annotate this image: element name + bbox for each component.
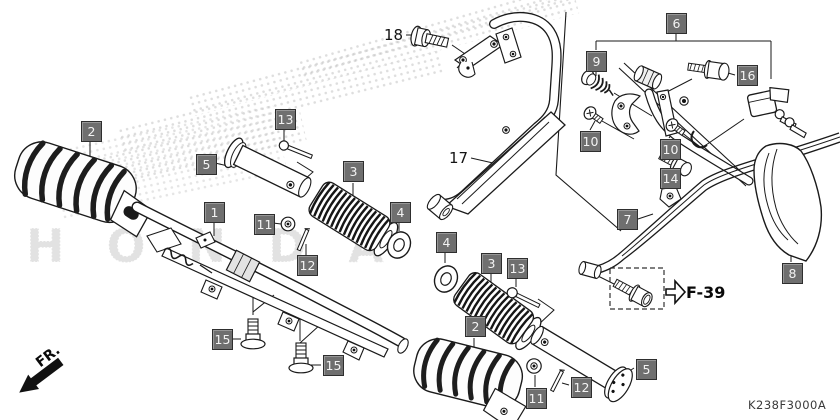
callout-11[interactable]: 11: [254, 214, 275, 235]
part-joint-rod-right: [530, 325, 633, 403]
part-pin-left: [278, 140, 314, 160]
callout-12[interactable]: 12: [571, 377, 592, 398]
part-washer-4-right: [433, 265, 459, 293]
part-pin-right: [506, 287, 541, 309]
callout-5[interactable]: 5: [636, 359, 657, 380]
callout-15[interactable]: 15: [323, 355, 344, 376]
part-step-rubber-left: [308, 181, 399, 257]
part-hanger-bracket: [453, 27, 522, 78]
part-washer-4-left: [386, 231, 412, 259]
reference-dashed-box: [609, 267, 665, 310]
part-number-label-18[interactable]: 18: [384, 26, 404, 44]
part-bolt-16: [687, 59, 730, 81]
part-step-bar: [131, 201, 409, 361]
diagram-code: K238F3000A: [748, 398, 827, 412]
callout-14[interactable]: 14: [660, 168, 681, 189]
callout-9[interactable]: 9: [586, 51, 607, 72]
callout-15[interactable]: 15: [212, 329, 233, 350]
callout-7[interactable]: 7: [617, 209, 638, 230]
part-footpeg-rubber-right: [413, 337, 527, 420]
part-step-rubber-right: [453, 271, 542, 351]
part-split-pin-right: [549, 369, 565, 393]
callout-4[interactable]: 4: [436, 232, 457, 253]
reference-label[interactable]: F-39: [686, 283, 726, 302]
callout-6[interactable]: 6: [666, 13, 687, 34]
callout-3[interactable]: 3: [481, 253, 502, 274]
fr-arrow-icon: [19, 357, 64, 393]
part-lock-set: [746, 86, 807, 139]
part-bolt-f39: [612, 278, 653, 308]
part-flange-bolt-15-right: [288, 342, 314, 374]
callout-13[interactable]: 13: [507, 258, 528, 279]
part-screw-10-left: [583, 106, 604, 125]
part-step-hanger-assembly-6: [611, 62, 754, 187]
part-spring-bolt-9: [581, 69, 614, 97]
part-number-label-17[interactable]: 17: [449, 149, 469, 167]
part-side-guard-8: [753, 142, 823, 262]
callout-12[interactable]: 12: [297, 255, 318, 276]
callout-4[interactable]: 4: [390, 202, 411, 223]
part-screw-10-right: [665, 118, 686, 137]
callout-3[interactable]: 3: [343, 161, 364, 182]
part-washer-11-right: [526, 358, 542, 374]
callout-16[interactable]: 16: [737, 65, 758, 86]
part-guard-pipe-17: [426, 12, 566, 221]
part-footpeg-rubber-left: [14, 140, 153, 238]
callout-1[interactable]: 1: [204, 202, 225, 223]
reference-arrow-icon: [665, 278, 687, 306]
divider-line: [555, 11, 622, 232]
part-split-pin-left: [296, 228, 310, 252]
callout-5[interactable]: 5: [196, 154, 217, 175]
callout-10[interactable]: 10: [580, 131, 601, 152]
part-joint-rod-left: [223, 137, 312, 198]
part-flange-bolt-15-left: [240, 318, 266, 350]
callout-13[interactable]: 13: [275, 109, 296, 130]
callout-11[interactable]: 11: [526, 388, 547, 409]
callout-10[interactable]: 10: [660, 139, 681, 160]
callout-2[interactable]: 2: [81, 121, 102, 142]
part-bolt-18: [410, 25, 450, 48]
callout-2[interactable]: 2: [465, 316, 486, 337]
callout-8[interactable]: 8: [782, 263, 803, 284]
part-washer-11-left: [280, 216, 296, 232]
